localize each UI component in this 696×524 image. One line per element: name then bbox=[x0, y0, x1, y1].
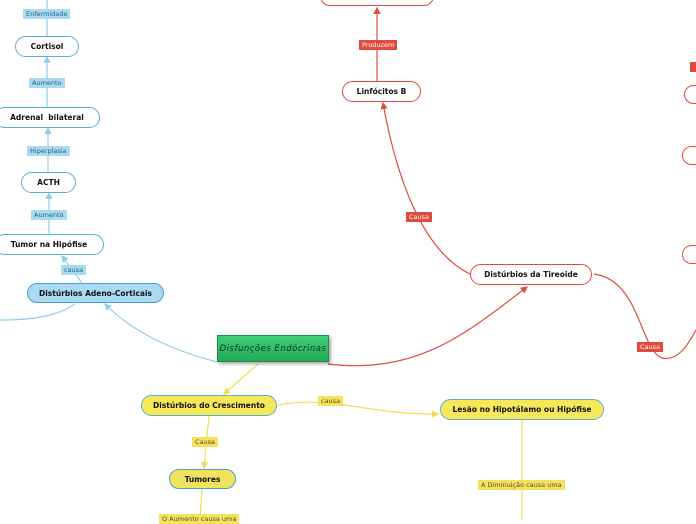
node-right-cut-2[interactable] bbox=[682, 146, 696, 165]
label-enfermidade: Enfermidade bbox=[23, 9, 71, 19]
yellow-connectors bbox=[199, 363, 523, 520]
node-adeno-corticais-label: Distúrbios Adeno-Corticais bbox=[39, 288, 152, 298]
link-root-crescimento bbox=[223, 363, 259, 395]
link-adeno-left bbox=[0, 303, 76, 321]
node-disturbios-crescimento[interactable]: Distúrbios do Crescimento bbox=[141, 395, 277, 416]
node-disturbios-tireoide-label: Distúrbios da Tireoide bbox=[484, 270, 578, 279]
node-tumor-hipofise-label: Tumor na Hipófise bbox=[10, 240, 88, 249]
node-linfocitos-b[interactable]: Linfócitos B bbox=[342, 81, 421, 102]
node-right-cut-1[interactable] bbox=[684, 85, 696, 104]
label-causa-right: Causa bbox=[637, 342, 664, 352]
node-adeno-corticais[interactable]: Distúrbios Adeno-Corticais bbox=[27, 283, 164, 303]
node-cortisol-label: Cortisol bbox=[30, 42, 64, 51]
node-right-cut-3[interactable] bbox=[682, 245, 696, 264]
node-acth[interactable]: ACTH bbox=[21, 172, 76, 193]
label-diminuicao: A Diminuição causa uma bbox=[478, 480, 565, 490]
node-adrenal-bilateral[interactable]: Adrenal bilateral bbox=[0, 107, 100, 128]
link-tireoide-linfocitos bbox=[380, 101, 471, 275]
node-linfocitos-b-label: Linfócitos B bbox=[356, 87, 407, 96]
node-cortisol[interactable]: Cortisol bbox=[15, 36, 79, 57]
label-right-cut bbox=[690, 62, 696, 72]
label-produzem: Produzem bbox=[359, 40, 398, 50]
root-node-label: Disfunções Endócrinas bbox=[219, 343, 327, 354]
link-root-tireoide bbox=[327, 286, 528, 367]
link-root-adeno bbox=[104, 303, 218, 363]
label-aumento-1: Aumento bbox=[29, 78, 65, 88]
label-causa-tireoide: Causa bbox=[406, 212, 433, 222]
label-aumento-2: Aumento bbox=[31, 210, 67, 220]
node-lesao-hipotalamo-label: Lesão no Hipotálamo ou Hipófise bbox=[452, 405, 592, 414]
label-causa-adeno: causa bbox=[61, 265, 87, 275]
node-tumores-label: Tumores bbox=[184, 474, 221, 484]
link-tireoide-right bbox=[593, 273, 696, 359]
label-causa-lesao: causa bbox=[318, 396, 344, 406]
red-connectors bbox=[327, 6, 696, 367]
node-tumor-hipofise[interactable]: Tumor na Hipófise bbox=[0, 234, 104, 255]
label-hiperplasia: Hiperplasia bbox=[27, 146, 70, 156]
root-node[interactable]: Disfunções Endócrinas bbox=[217, 335, 329, 362]
node-acth-label: ACTH bbox=[37, 178, 60, 187]
node-disturbios-tireoide[interactable]: Distúrbios da Tireoide bbox=[470, 264, 592, 285]
label-aumento-causa: O Aumento causa uma bbox=[159, 514, 240, 524]
node-tumores[interactable]: Tumores bbox=[169, 469, 236, 489]
link-crescimento-hipotalamo bbox=[277, 401, 440, 418]
label-causa-tumores: Causa bbox=[192, 437, 219, 447]
node-adrenal-bilateral-label: Adrenal bilateral bbox=[10, 113, 84, 122]
node-lesao-hipotalamo[interactable]: Lesão no Hipotálamo ou Hipófise bbox=[440, 399, 604, 420]
node-disturbios-crescimento-label: Distúrbios do Crescimento bbox=[153, 401, 265, 410]
node-top-cut[interactable] bbox=[320, 0, 434, 6]
